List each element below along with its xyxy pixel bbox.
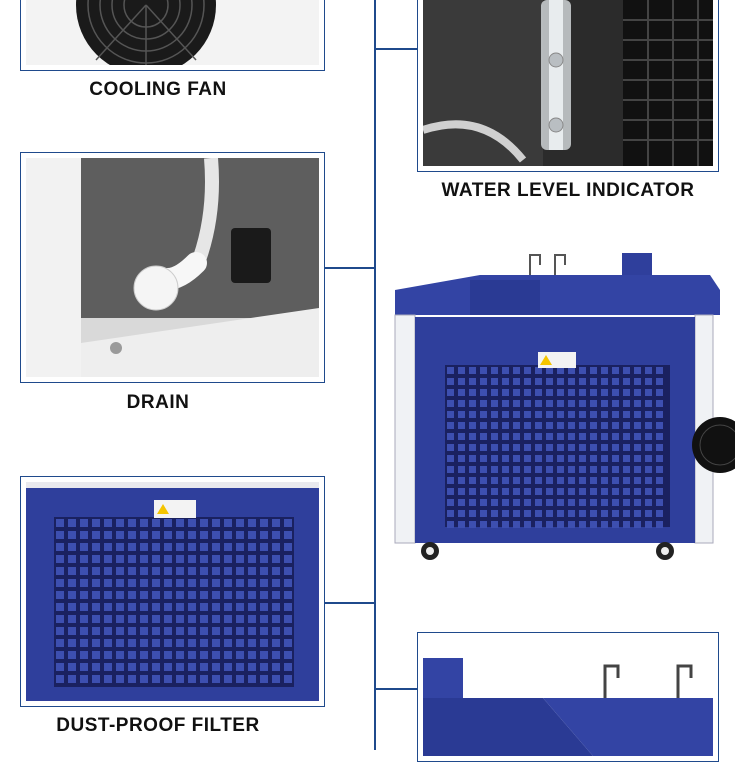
bottom-right-photo-frame bbox=[417, 632, 719, 762]
caption-cooling-fan: COOLING FAN bbox=[89, 79, 227, 100]
center-connector-line bbox=[374, 0, 376, 750]
connector-filter bbox=[324, 602, 375, 604]
dust-filter-photo-frame bbox=[20, 476, 325, 707]
caption-dust-filter: DUST-PROOF FILTER bbox=[56, 715, 260, 736]
chiller-icon bbox=[394, 253, 735, 560]
connector-drain bbox=[324, 267, 375, 269]
chiller-product-image bbox=[390, 245, 735, 565]
water-level-photo-frame bbox=[417, 0, 719, 172]
water-level-icon bbox=[423, 0, 713, 166]
drain-icon bbox=[26, 158, 319, 377]
handle-detail-icon bbox=[423, 638, 713, 756]
drain-photo-frame bbox=[20, 152, 325, 383]
caption-water-level: WATER LEVEL INDICATOR bbox=[441, 180, 695, 201]
fan-icon bbox=[26, 0, 319, 65]
caption-drain: DRAIN bbox=[126, 392, 190, 413]
connector-bottom-right bbox=[375, 688, 417, 690]
connector-water-level bbox=[375, 48, 417, 50]
filter-icon bbox=[26, 482, 319, 701]
cooling-fan-photo-frame bbox=[20, 0, 325, 71]
